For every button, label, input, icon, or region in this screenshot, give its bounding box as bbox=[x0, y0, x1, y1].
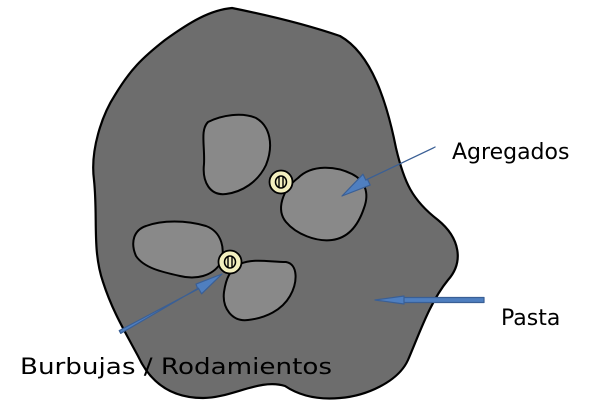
air-bubble-upper bbox=[270, 171, 293, 194]
bubbles-label: Burbujas / Rodamientos bbox=[20, 355, 332, 380]
paste-mass bbox=[93, 8, 458, 399]
paste-label: Pasta bbox=[501, 306, 560, 331]
aggregates-label: Agregados bbox=[452, 140, 569, 165]
air-bubble-lower bbox=[219, 251, 242, 274]
paste-arrow bbox=[375, 296, 484, 304]
